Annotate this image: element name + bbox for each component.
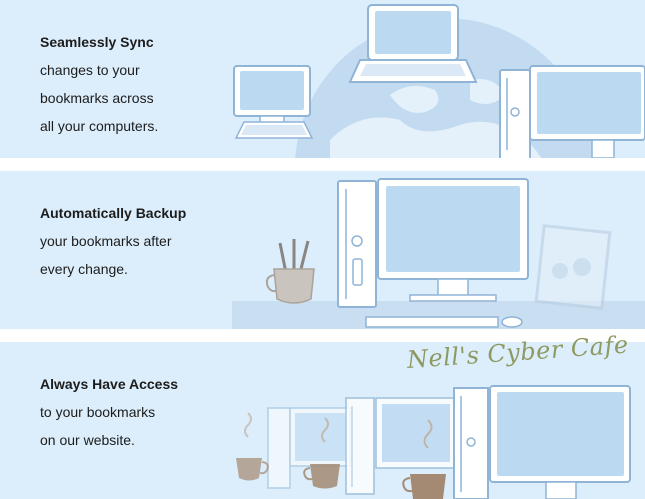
backup-feature-title: Automatically Backup: [40, 205, 187, 221]
mouse-icon: [501, 316, 523, 328]
tower-computer-icon: [499, 65, 645, 158]
coffee-cup-icon: [303, 417, 340, 489]
sync-feature-line-1: changes to your: [40, 62, 140, 78]
backup-feature-panel: Automatically Backup your bookmarks afte…: [0, 171, 645, 329]
sync-illustration: [233, 4, 645, 158]
computer-row: [453, 385, 631, 499]
computer-row: [345, 397, 457, 495]
sync-feature-title: Seamlessly Sync: [40, 34, 154, 50]
access-feature-line-2: on our website.: [40, 432, 135, 448]
backup-illustration: [232, 178, 645, 329]
computer-row: [267, 407, 351, 489]
access-feature-text: Always Have Access to your bookmarks on …: [40, 370, 178, 454]
laptop-icon: [348, 4, 478, 83]
sync-feature-text: Seamlessly Sync changes to your bookmark…: [40, 28, 158, 140]
access-feature-title: Always Have Access: [40, 376, 179, 392]
picture-frame-icon: [534, 224, 612, 310]
access-feature-line-1: to your bookmarks: [40, 404, 156, 420]
backup-feature-text: Automatically Backup your bookmarks afte…: [40, 199, 186, 283]
sync-feature-line-2: bookmarks across: [40, 90, 154, 106]
backup-feature-line-2: every change.: [40, 261, 128, 277]
sync-feature-line-3: all your computers.: [40, 118, 159, 134]
monitor-icon: [377, 178, 529, 302]
tower-computer-icon: [337, 180, 377, 308]
backup-feature-line-1: your bookmarks after: [40, 233, 172, 249]
cyber-cafe-illustration: [236, 385, 631, 499]
keyboard-icon: [365, 316, 499, 328]
access-feature-panel: Always Have Access to your bookmarks on …: [0, 342, 645, 499]
sync-feature-panel: Seamlessly Sync changes to your bookmark…: [0, 0, 645, 158]
coffee-cup-icon: [236, 412, 269, 481]
pen-cup-icon: [265, 239, 315, 304]
desktop-computer-icon: [233, 65, 314, 139]
coffee-cup-icon: [402, 419, 446, 499]
